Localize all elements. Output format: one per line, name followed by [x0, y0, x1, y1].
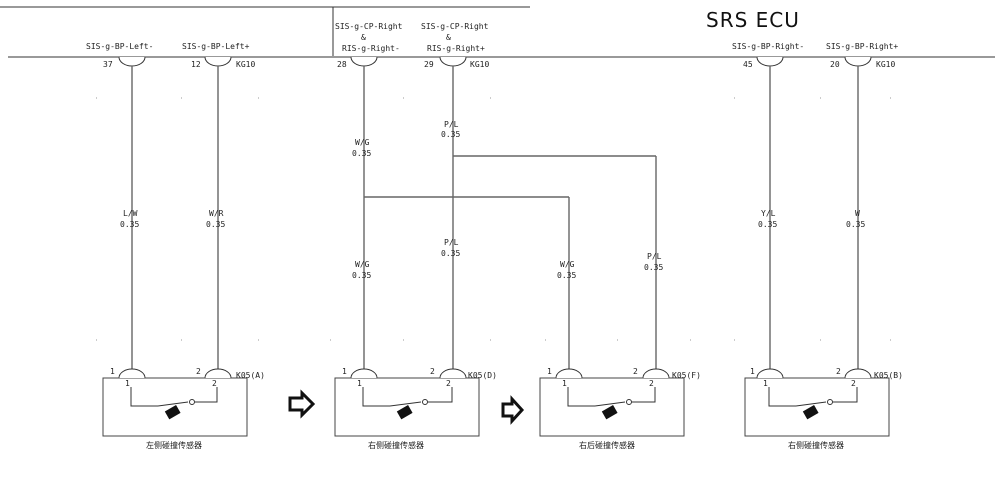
sensor-pin-inner-1: 1: [125, 379, 130, 388]
ecu-title: SRS ECU: [706, 8, 800, 32]
wire-label-color: W: [855, 209, 860, 218]
ecu-pin-label-29-l1: SIS-g-CP-Right: [421, 22, 489, 31]
wire-label-size: 0.35: [557, 271, 576, 280]
sensor-connector: K05(D): [468, 371, 497, 380]
sensor-name: 右后碰撞传感器: [579, 440, 635, 450]
sensor-pin-inner-1: 1: [357, 379, 362, 388]
sensor-pin-outer-2: 2: [430, 367, 435, 376]
ecu-pin-number-29: 29: [424, 60, 434, 69]
wire-label-size: 0.35: [206, 220, 225, 229]
wire-label-size: 0.35: [758, 220, 777, 229]
sensor-terminal-2: [204, 368, 232, 379]
arrow-right-icon: [501, 395, 525, 425]
sensor-connector: K05(A): [236, 371, 265, 380]
ecu-pin-number-45: 45: [743, 60, 753, 69]
sensor-f: 1 2 1 2 K05(F) 右后碰撞传感器: [539, 367, 701, 450]
ecu-connector-label-3: KG10: [876, 60, 895, 69]
switch-icon: [768, 387, 858, 420]
ecu-pin-number-20: 20: [830, 60, 840, 69]
ecu-terminal-29: [439, 56, 467, 67]
switch-icon: [567, 387, 656, 420]
sensor-connector: K05(B): [874, 371, 903, 380]
ecu-pin-label-29-l3: RIS-g-Right+: [427, 44, 485, 53]
arrow-right-icon: [288, 389, 316, 419]
ecu-pin-number-28: 28: [337, 60, 347, 69]
wire-label-color: W/G: [355, 138, 370, 147]
sensor-terminal-2: [439, 368, 467, 379]
wire-label-color: P/L: [647, 252, 662, 261]
sensor-b: 1 2 1 2 K05(B) 右侧碰撞传感器: [744, 367, 903, 450]
ecu-pin-label-37: SIS-g-BP-Left-: [86, 42, 153, 51]
wire-label-color: Y/L: [761, 209, 776, 218]
ecu-pin-label-45: SIS-g-BP-Right-: [732, 42, 804, 51]
ecu-connector-label-1: KG10: [236, 60, 255, 69]
sensor-connector: K05(F): [672, 371, 701, 380]
wire-label-color: L/W: [123, 209, 138, 218]
sensor-pin-inner-2: 2: [446, 379, 451, 388]
sensor-pin-outer-2: 2: [196, 367, 201, 376]
sensor-pin-inner-2: 2: [212, 379, 217, 388]
wire-label-size: 0.35: [441, 130, 460, 139]
sensor-terminal-2: [844, 368, 872, 379]
ecu-terminal-28: [350, 56, 378, 67]
ecu-pin-label-28-l2: &: [361, 33, 366, 42]
ecu-terminal-45: [756, 56, 784, 67]
sensor-pin-outer-2: 2: [836, 367, 841, 376]
ecu-terminal-20: [844, 56, 872, 67]
sensor-pin-inner-2: 2: [851, 379, 856, 388]
wire-label-size: 0.35: [846, 220, 865, 229]
sensor-pin-inner-2: 2: [649, 379, 654, 388]
switch-icon: [130, 387, 218, 420]
sensor-name: 右侧碰撞传感器: [368, 440, 424, 450]
wire-label-color: W/R: [209, 209, 224, 218]
sensor-terminal-1: [118, 368, 146, 379]
sensor-terminal-2: [642, 368, 670, 379]
sensor-pin-outer-1: 1: [547, 367, 552, 376]
ecu-pin-label-20: SIS-g-BP-Right+: [826, 42, 898, 51]
ecu-pin-label-12: SIS-g-BP-Left+: [182, 42, 250, 51]
ecu-pin-number-37: 37: [103, 60, 113, 69]
sensor-terminal-1: [555, 368, 583, 379]
wire-label-color: W/G: [355, 260, 370, 269]
sensor-terminal-1: [350, 368, 378, 379]
wire-label-size: 0.35: [644, 263, 663, 272]
sensor-pin-inner-1: 1: [562, 379, 567, 388]
wire-label-size: 0.35: [120, 220, 139, 229]
ecu-terminal-12: [204, 56, 232, 67]
sensor-a: 1 2 1 2 K05(A) 左侧碰撞传感器: [102, 367, 265, 450]
ecu-terminal-37: [118, 56, 146, 67]
switch-icon: [362, 387, 453, 420]
grid-dots: [96, 97, 891, 341]
ecu-pin-label-29-l2: &: [446, 33, 451, 42]
sensor-pin-inner-1: 1: [763, 379, 768, 388]
wire-label-color: W/G: [560, 260, 575, 269]
sensor-name: 左侧碰撞传感器: [146, 440, 202, 450]
wire-label-size: 0.35: [441, 249, 460, 258]
sensor-pin-outer-1: 1: [342, 367, 347, 376]
wire-label-color: P/L: [444, 238, 459, 247]
wire-label-color: P/L: [444, 120, 459, 129]
sensor-d: 1 2 1 2 K05(D) 右侧碰撞传感器: [334, 367, 497, 450]
sensor-name: 右侧碰撞传感器: [788, 440, 844, 450]
ecu-pin-label-28-l3: RIS-g-Right-: [342, 44, 400, 53]
sensor-pin-outer-1: 1: [110, 367, 115, 376]
sensor-terminal-1: [756, 368, 784, 379]
wire-label-size: 0.35: [352, 149, 371, 158]
wire-label-size: 0.35: [352, 271, 371, 280]
ecu-pin-number-12: 12: [191, 60, 201, 69]
ecu-connector-label-2: KG10: [470, 60, 489, 69]
sensor-pin-outer-1: 1: [750, 367, 755, 376]
sensor-pin-outer-2: 2: [633, 367, 638, 376]
ecu-pin-label-28-l1: SIS-g-CP-Right: [335, 22, 403, 31]
